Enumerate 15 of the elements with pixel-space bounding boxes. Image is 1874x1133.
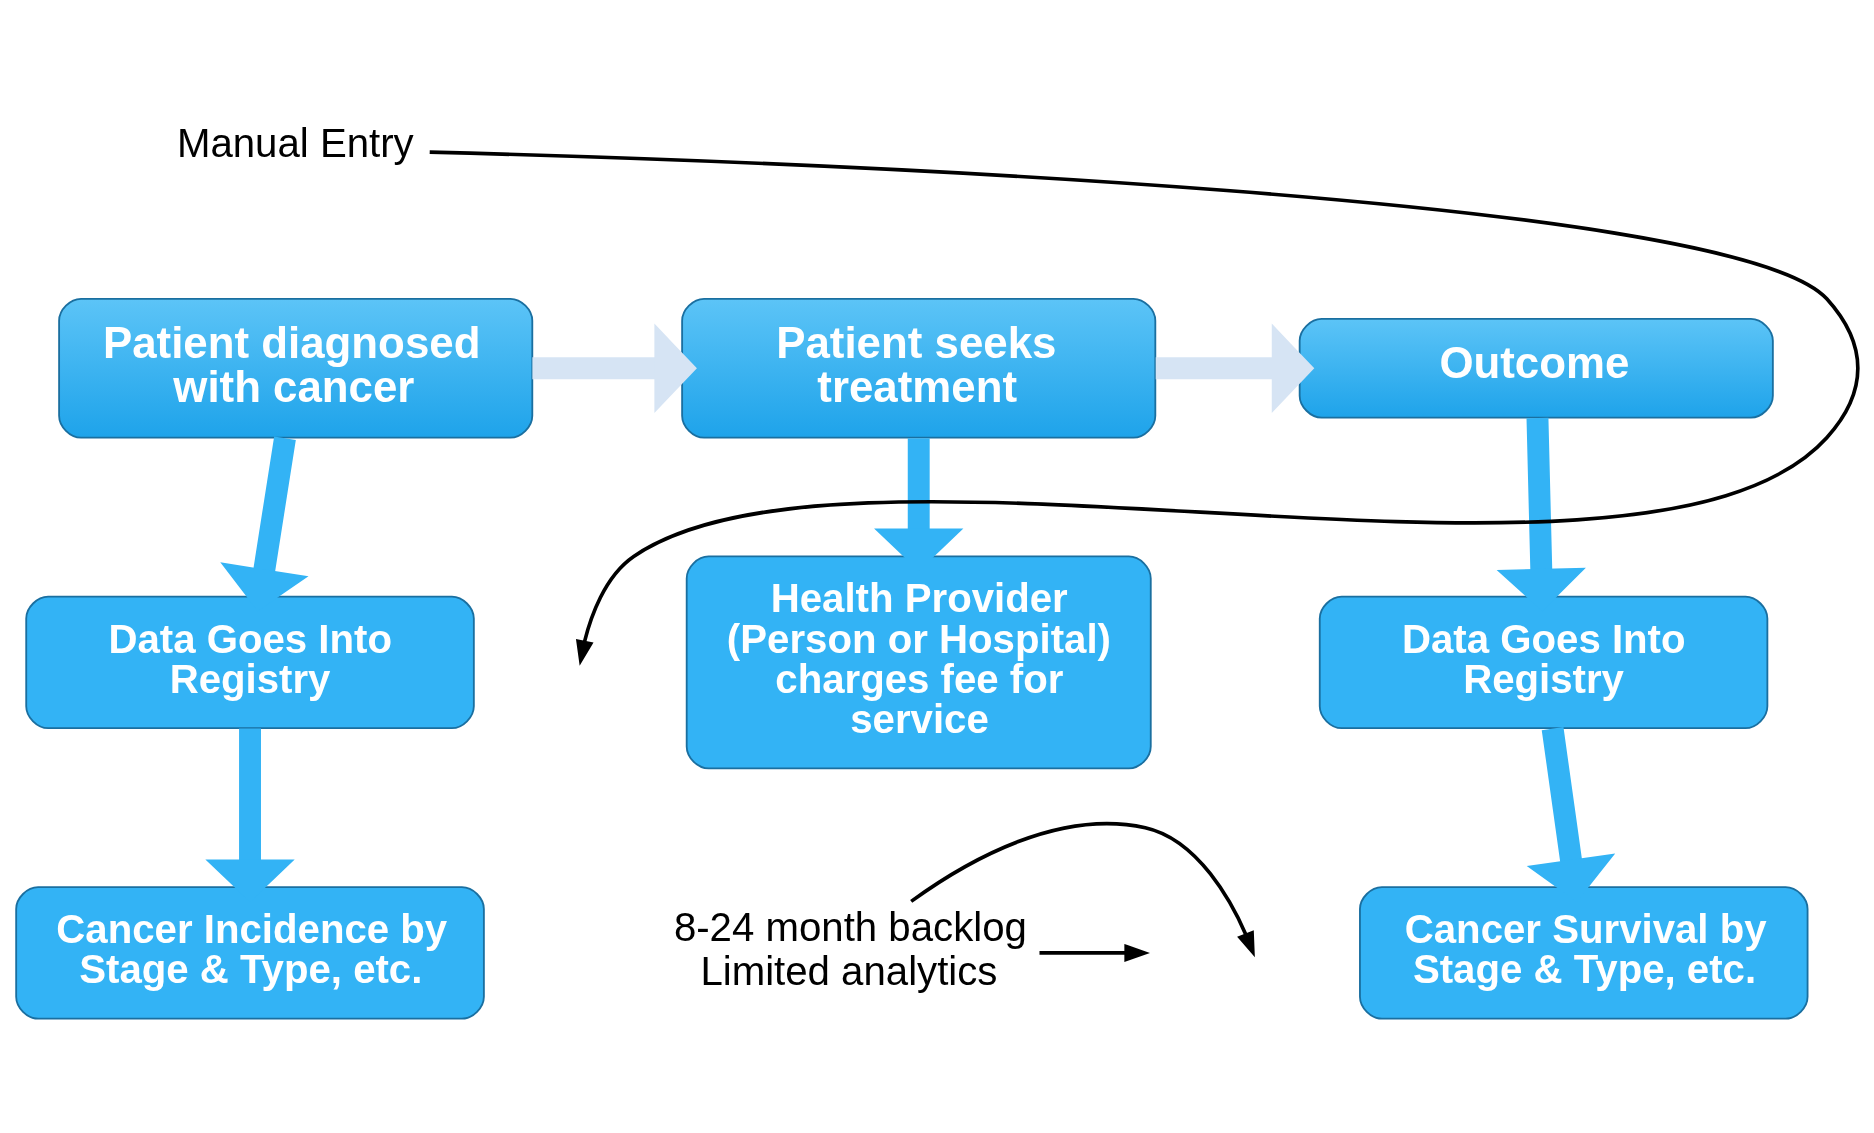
node-box: Cancer Survival by Stage & Type, etc. bbox=[1359, 886, 1809, 1020]
node-box: Data Goes Into Registry bbox=[1318, 595, 1769, 730]
node-text: Manual Entry bbox=[176, 121, 414, 167]
node-text: 8-24 month backlog Limited analytics bbox=[673, 905, 1027, 995]
arrow bbox=[1039, 943, 1150, 962]
node-box: Data Goes Into Registry bbox=[25, 595, 475, 730]
node-box: Health Provider (Person or Hospital) charges fee for service bbox=[685, 555, 1152, 770]
arrow bbox=[910, 821, 1255, 958]
node-box: Outcome bbox=[1298, 318, 1774, 419]
node-box: Patient seeks treatment bbox=[681, 297, 1157, 439]
node-box: Cancer Incidence by Stage & Type, etc. bbox=[15, 886, 485, 1020]
arrow bbox=[532, 323, 697, 413]
node-box: Patient diagnosed with cancer bbox=[58, 297, 534, 439]
arrow bbox=[429, 150, 1860, 666]
arrow bbox=[1155, 323, 1315, 413]
